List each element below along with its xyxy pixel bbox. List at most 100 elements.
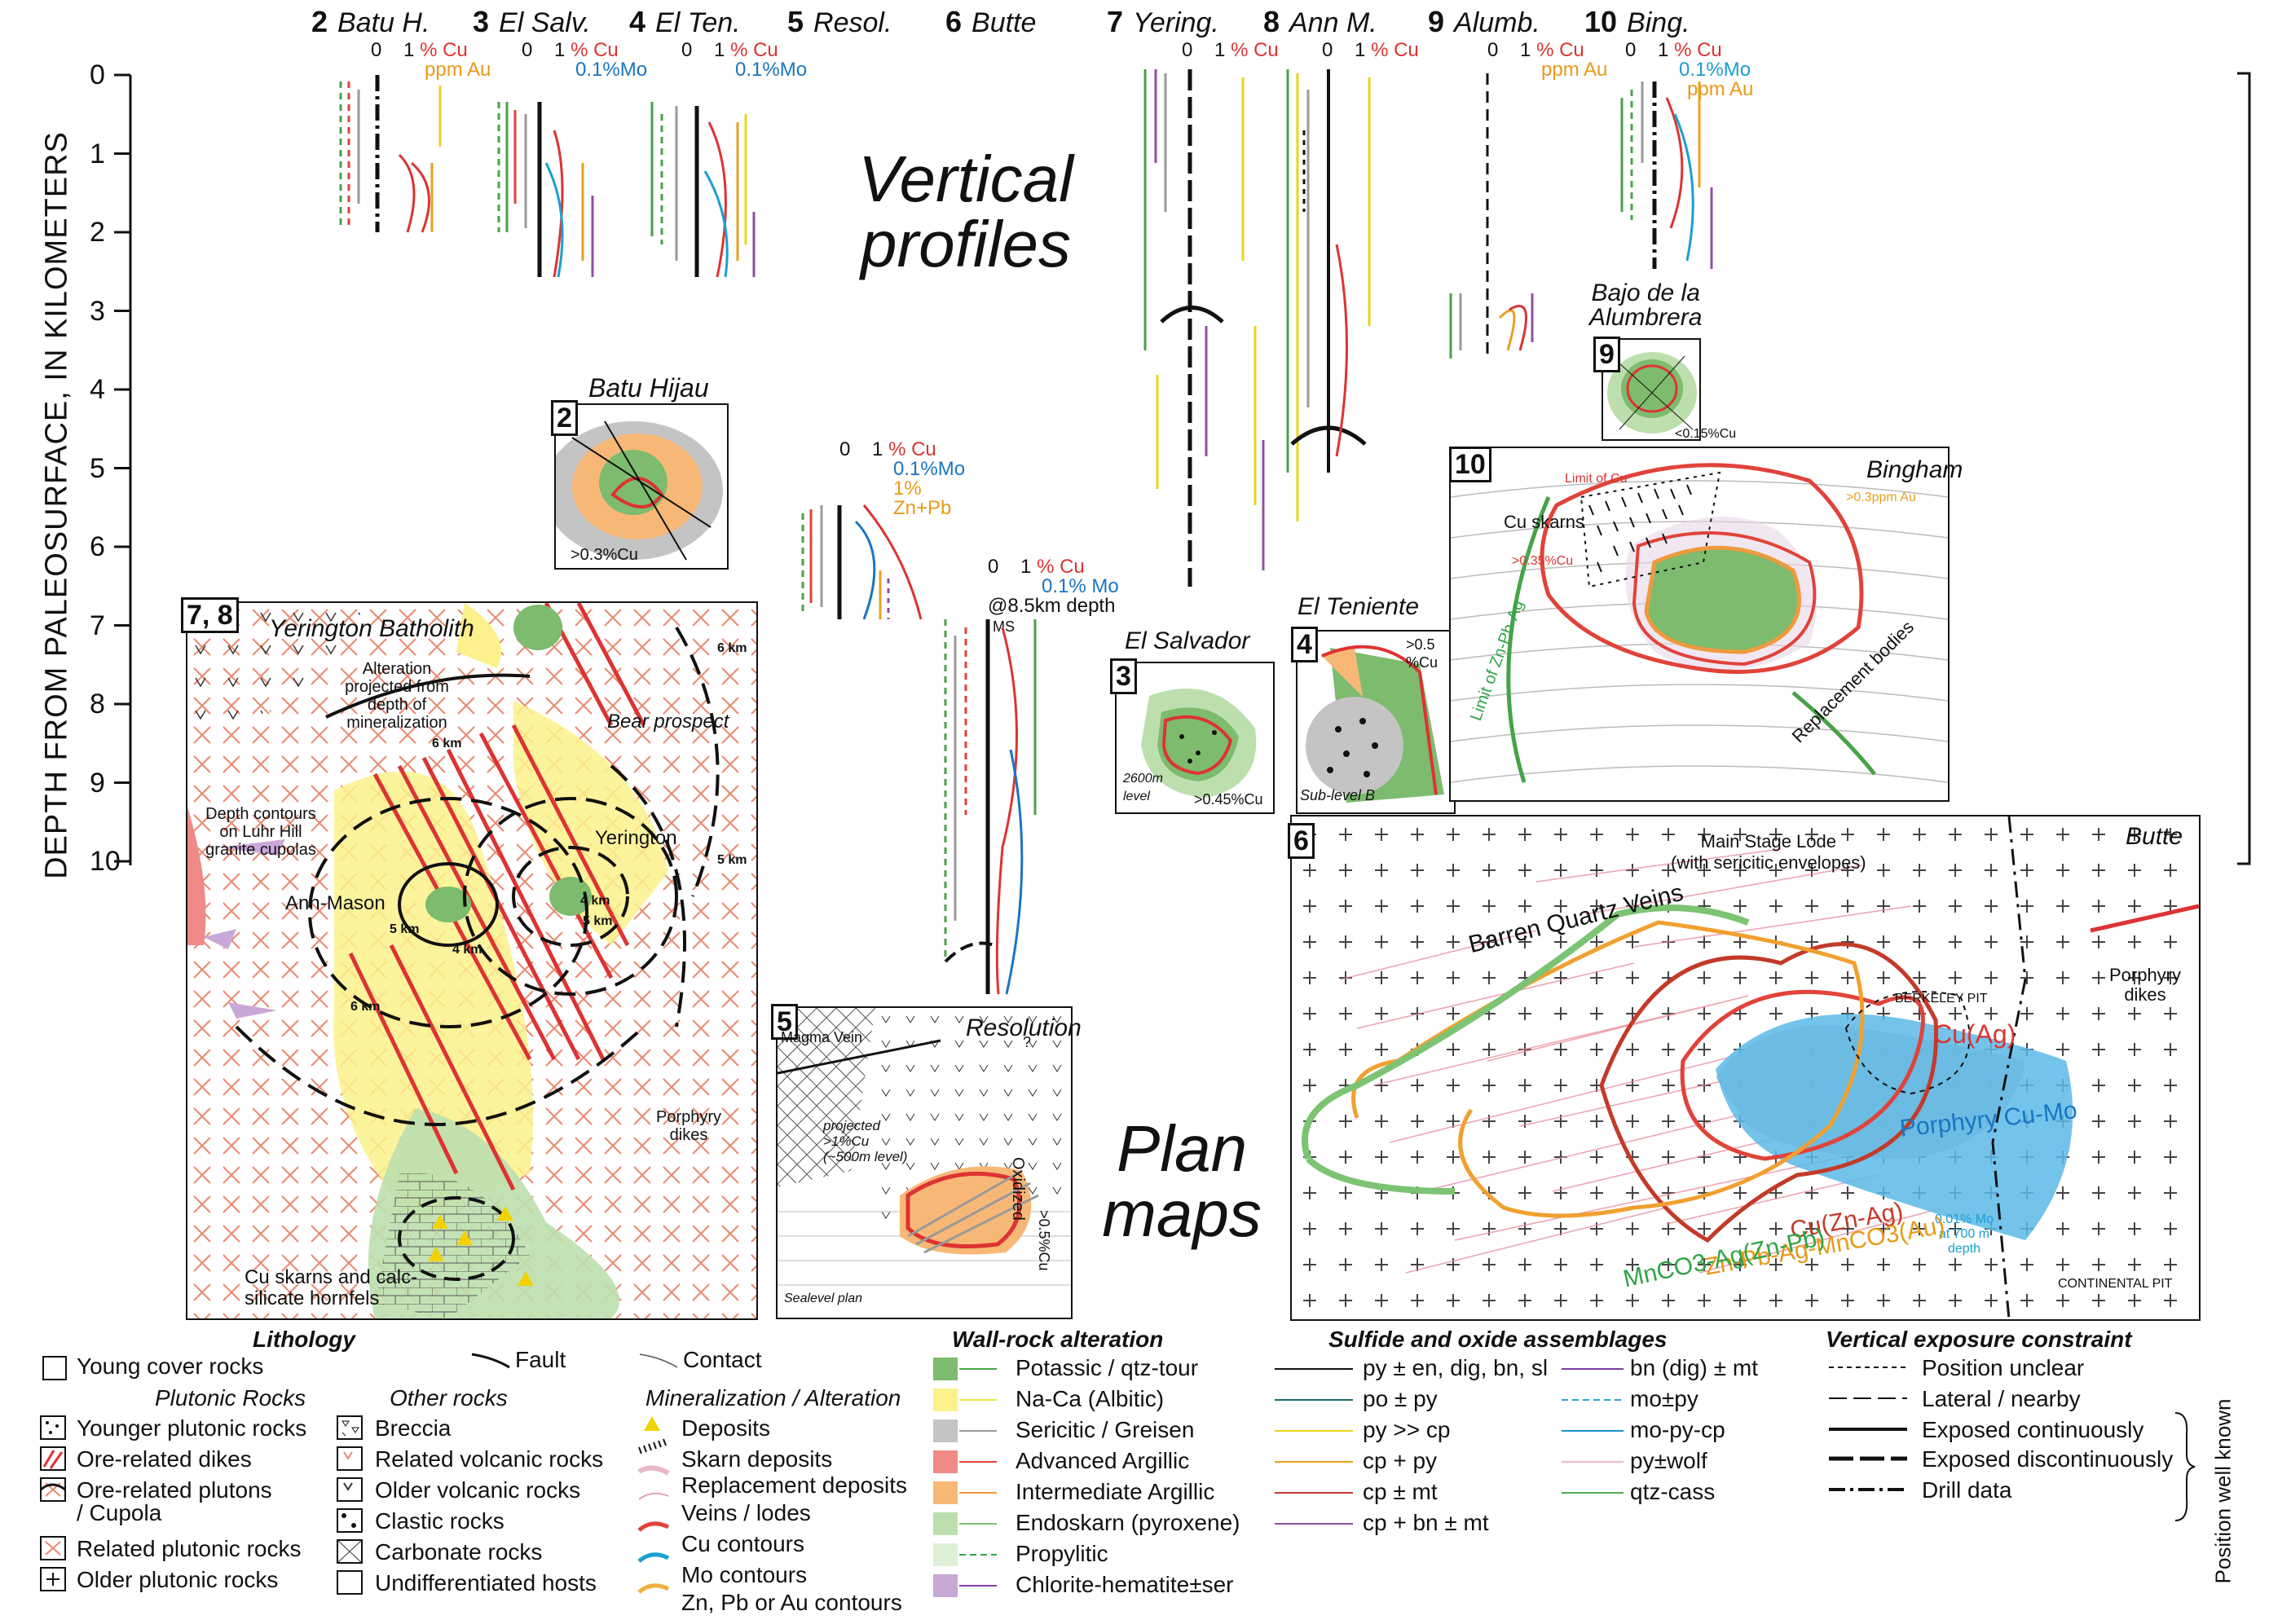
ms-label: MS	[993, 618, 1015, 635]
position-known-label: Position well known	[2210, 1398, 2236, 1584]
wall-swatch	[933, 1481, 958, 1504]
salvador-level: 2600m level	[1123, 772, 1163, 803]
yerington-title: Yerington Batholith	[269, 615, 474, 642]
legend-wall-item: Propylitic	[1016, 1541, 1108, 1566]
legend-vert-discontinuous: Exposed discontinuously	[1922, 1446, 2174, 1472]
panel-number-9: 9	[1593, 337, 1620, 372]
batu-hijau-map	[556, 420, 723, 561]
y-tick-label: 2	[90, 217, 105, 248]
resolution-magma-vein: Magma Vein	[781, 1029, 863, 1045]
legend-sulf-item: cp ± mt	[1363, 1479, 1438, 1504]
legend-wall-item: Na-Ca (Albitic)	[1016, 1386, 1165, 1411]
butte-continental-pit: CONTINENTAL PIT	[2058, 1277, 2173, 1291]
bingham-map	[1451, 463, 1948, 783]
panel-number-4: 4	[1291, 627, 1318, 662]
legend-older-plutonic: Older plutonic rocks	[77, 1567, 279, 1592]
contour-label-1: 6 km	[432, 737, 462, 750]
contour-label-5: 5 km	[583, 914, 613, 928]
legend-vert-unclear: Position unclear	[1922, 1355, 2085, 1380]
bingham-title: Bingham	[1866, 456, 1963, 483]
butte-map	[1292, 816, 2199, 1319]
wall-swatch	[933, 1389, 958, 1411]
butte-title: Butte	[2126, 823, 2183, 850]
legend-veins: Veins / lodes	[681, 1500, 811, 1525]
resolution-map	[778, 1008, 1071, 1286]
panel-bingham	[1449, 447, 1950, 802]
contour-label-6: 4 km	[580, 894, 610, 908]
legend-other-head: Other rocks	[390, 1385, 508, 1411]
legend-sulf-item: py ± en, dig, bn, sl	[1363, 1355, 1549, 1380]
min-swatches	[637, 1416, 670, 1594]
bingham-limit-cu: Limit of Cu	[1565, 472, 1628, 486]
scale-yer: 0 1 % Cu	[1182, 39, 1279, 61]
y-tick-label: 8	[90, 689, 105, 720]
resolution-oxidized: Oxidized	[1009, 1157, 1027, 1221]
ann-mason-label: Ann-Mason	[285, 892, 386, 914]
legend-clastic: Clastic rocks	[375, 1508, 504, 1534]
sulf-right-swatches	[1562, 1368, 1624, 1494]
resolution-question: ?	[1023, 1034, 1032, 1050]
legend-ore-dikes: Ore-related dikes	[77, 1446, 252, 1472]
panel-el-teniente	[1296, 630, 1456, 814]
contour-label-8: 6 km	[717, 641, 747, 655]
legend-vert-head: Vertical exposure constraint	[1826, 1327, 2132, 1352]
wall-swatch	[933, 1419, 958, 1442]
legend-breccia: Breccia	[375, 1415, 452, 1441]
legend-deposits: Deposits	[681, 1415, 770, 1441]
legend-contact: Contact	[683, 1347, 762, 1372]
butte-main-stage: Main Stage Lode(with sericitic envelopes…	[1671, 831, 1866, 873]
legend-sulf-item: cp + bn ± mt	[1363, 1510, 1489, 1535]
teniente-grade: >0.5 %Cu	[1406, 636, 1439, 671]
cu-skarns-label: Cu skarns and calc-silicate hornfels	[245, 1266, 418, 1309]
wall-swatches	[933, 1358, 997, 1597]
legend-mo-contours: Mo contours	[681, 1562, 808, 1587]
legend-min-head: Mineralization / Alteration	[645, 1385, 901, 1411]
legend-carbonate: Carbonate rocks	[375, 1539, 543, 1565]
panel-number-6: 6	[1288, 823, 1315, 859]
legend-sulf-item: mo-py-cp	[1630, 1417, 1725, 1442]
wall-swatch	[933, 1512, 958, 1535]
bingham-au: >0.3ppm Au	[1846, 491, 1916, 504]
legend-young-cover: Young cover rocks	[77, 1353, 264, 1379]
y-tick-label: 5	[90, 452, 105, 484]
wall-swatch	[933, 1574, 958, 1597]
panel-butte	[1290, 815, 2201, 1321]
yerington-label: Yerington	[595, 827, 677, 849]
legend-fault: Fault	[515, 1347, 566, 1372]
sulf-left-swatches	[1275, 1368, 1353, 1525]
panel-number-3: 3	[1110, 658, 1137, 694]
y-tick-label: 10	[90, 846, 121, 877]
legend-replacement: Replacement deposits	[681, 1472, 908, 1498]
legend-sulf-item: cp + py	[1363, 1448, 1438, 1473]
legend-sulf-item: po ± py	[1363, 1386, 1438, 1411]
salvador-grade: >0.45%Cu	[1194, 791, 1263, 808]
legend-ore-plutons: Ore-related plutons	[77, 1477, 272, 1503]
legend-plutonic-head: Plutonic Rocks	[155, 1385, 306, 1411]
other-rock-swatches	[337, 1415, 363, 1595]
y-tick-label: 1	[90, 138, 105, 169]
el-teniente-title: El Teniente	[1298, 593, 1420, 620]
legend-zn-contours: Zn, Pb or Au contours	[681, 1590, 902, 1615]
wall-swatch	[933, 1543, 958, 1566]
panel-number-10: 10	[1449, 447, 1491, 482]
butte-mo-note: 0.01% Mo at 700 m depth	[1934, 1212, 1994, 1256]
legend-vert-continuous: Exposed continuously	[1922, 1417, 2144, 1442]
plutonic-swatches	[40, 1415, 66, 1591]
young-cover-swatch	[42, 1356, 67, 1380]
legend-wall-head: Wall-rock alteration	[952, 1327, 1164, 1352]
resolution-title: Resolution	[966, 1014, 1082, 1041]
bingham-cu-grade: >0.35%Cu	[1512, 554, 1574, 568]
legend-cupola: / Cupola	[77, 1500, 162, 1525]
panel-alumbrera	[1602, 338, 1701, 441]
